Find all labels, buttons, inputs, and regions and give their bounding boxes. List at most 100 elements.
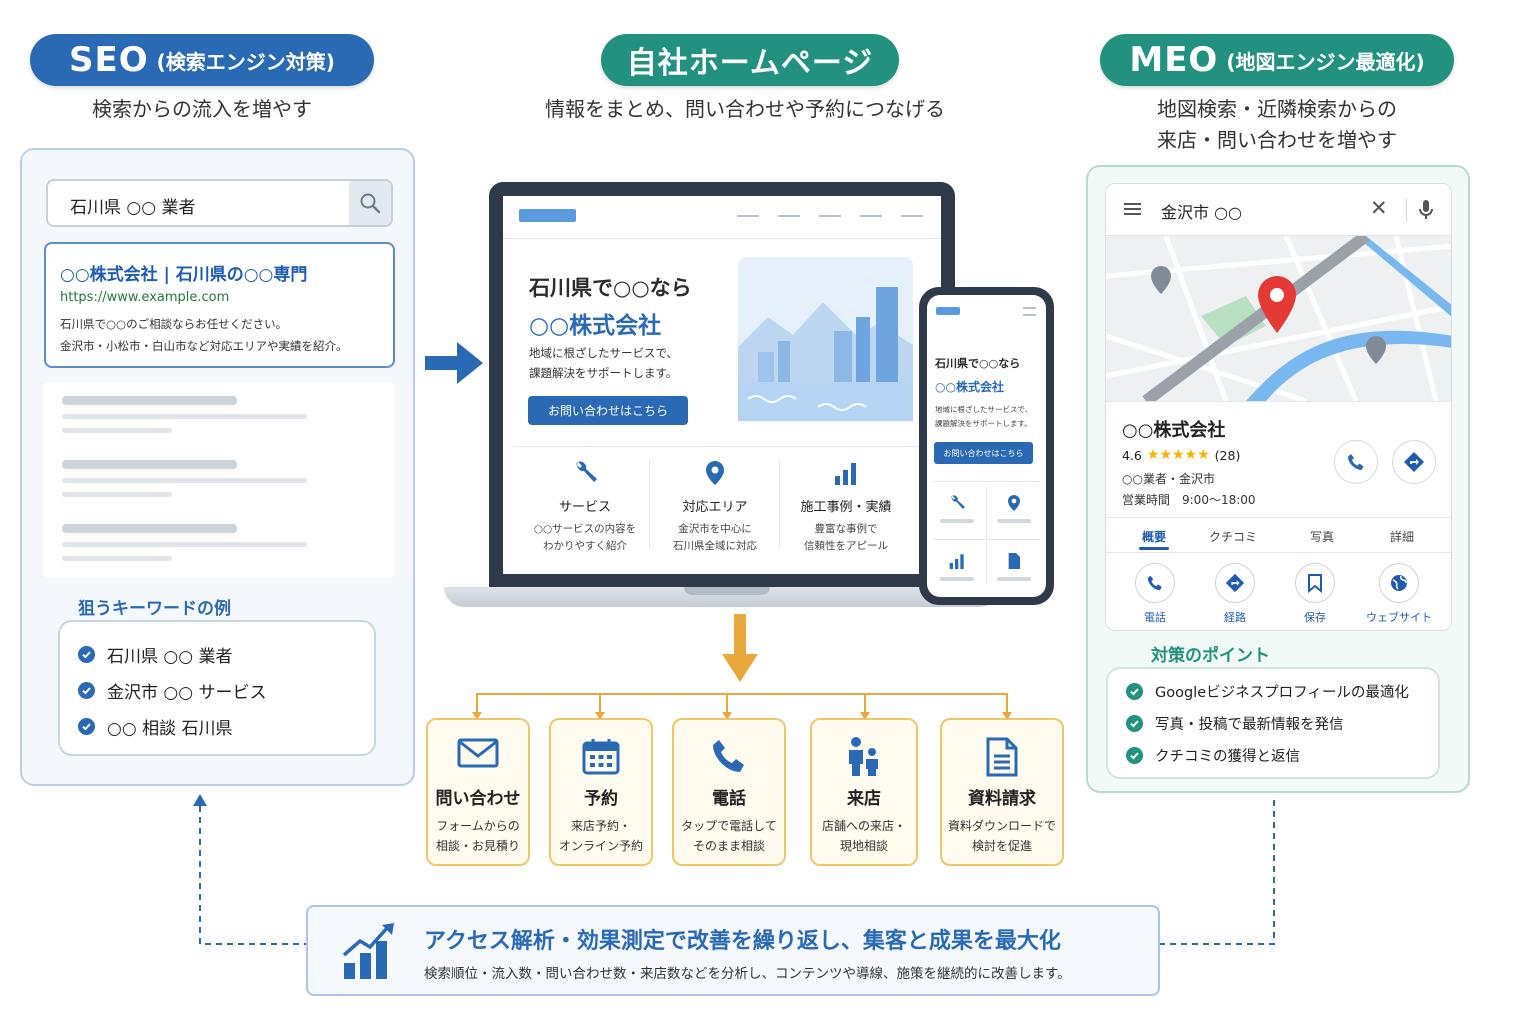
seo-title-sub: (検索エンジン対策) — [156, 49, 335, 74]
seo-result-desc-2: 金沢市・小松市・白山市など対応エリアや実績を紹介。 — [60, 339, 348, 353]
action-label: ウェブサイト — [1366, 611, 1432, 624]
action-directions[interactable]: 経路 — [1212, 563, 1258, 625]
feedback-loop-lines — [193, 794, 1275, 945]
seo-keyword-list: 石川県 ○○ 業者 金沢市 ○○ サービス ○○ 相談 石川県 — [58, 620, 376, 756]
laptop-base — [444, 587, 1000, 607]
meo-points-heading: 対策のポイント — [1151, 646, 1270, 666]
phone-icon — [1348, 454, 1364, 470]
check-icon — [1126, 715, 1143, 732]
contact-cta-button[interactable]: お問い合わせはこちら — [528, 396, 688, 425]
document-icon — [986, 737, 1018, 777]
seo-result-card[interactable]: ○○株式会社 | 石川県の○○専門 https://www.example.co… — [44, 242, 395, 368]
arrow-right-icon — [425, 342, 483, 384]
keyword-item: 石川県 ○○ 業者 — [78, 642, 232, 667]
close-icon[interactable]: ✕ — [1370, 196, 1388, 220]
action-website[interactable]: ウェブサイト — [1362, 563, 1436, 625]
action-label: 保存 — [1304, 611, 1326, 624]
hp-title-pill: 自社ホームページ — [601, 34, 899, 86]
tab-reviews[interactable]: クチコミ — [1208, 530, 1257, 544]
analytics-desc: 検索順位・流入数・問い合わせ数・来店数などを分析し、コンテンツや導線、施策を継続… — [424, 966, 1071, 982]
point-item: Googleビジネスプロフィールの最適化 — [1126, 681, 1409, 702]
meo-panel: 金沢市 ○○ ✕ ○○株式会社 4.6 ★★★★★ (28) ○○業者・金沢市 … — [1086, 165, 1470, 793]
outcome-desc: フォームからの相談・お見積り — [435, 819, 520, 853]
hero-heading-2: ○○株式会社 — [529, 313, 662, 339]
feature-desc: わかりやすく紹介 — [543, 540, 627, 552]
seo-result-title[interactable]: ○○株式会社 | 石川県の○○専門 — [60, 265, 308, 285]
phone-heading-2: ○○株式会社 — [935, 380, 1004, 394]
hamburger-icon[interactable] — [1124, 203, 1141, 215]
phone-screen: 石川県で○○なら ○○株式会社 地域に根ざしたサービスで、 課題解決をサポートし… — [927, 295, 1046, 597]
laptop-screen: 石川県で○○なら ○○株式会社 地域に根ざしたサービスで、 課題解決をサポートし… — [503, 196, 941, 574]
outcome-desc: 来店予約・オンライン予約 — [558, 819, 643, 853]
keyword-text: 金沢市 ○○ サービス — [107, 683, 267, 703]
tab-photos[interactable]: 写真 — [1309, 530, 1334, 544]
seo-result-url[interactable]: https://www.example.com — [60, 290, 230, 305]
meo-title: MEO — [1129, 40, 1219, 80]
phone-desc-1: 地域に根ざしたサービスで、 — [935, 405, 1033, 414]
map-card: 金沢市 ○○ ✕ ○○株式会社 4.6 ★★★★★ (28) ○○業者・金沢市 … — [1105, 183, 1452, 631]
analytics-title: アクセス解析・効果測定で改善を繰り返し、集客と成果を最大化 — [424, 929, 1061, 954]
outcome-desc: 店舗への来店・現地相談 — [821, 819, 906, 853]
phone-logo[interactable] — [936, 307, 960, 315]
seo-search-input[interactable]: 石川県 ○○ 業者 — [70, 198, 196, 218]
site-nav[interactable] — [737, 215, 927, 217]
check-icon — [78, 646, 95, 663]
phone-heading-1: 石川県で○○なら — [935, 357, 1021, 370]
feature-desc: 豊富な事例で — [814, 523, 878, 535]
search-button[interactable] — [349, 181, 391, 225]
meo-points-list: Googleビジネスプロフィールの最適化 写真・投稿で最新情報を発信 クチコミの… — [1106, 667, 1440, 779]
map-search-input[interactable]: 金沢市 ○○ — [1161, 203, 1243, 222]
map-search-bar[interactable]: 金沢市 ○○ ✕ — [1106, 184, 1451, 236]
meo-subtitle-1: 地図検索・近隣検索からの — [1157, 97, 1397, 121]
menu-icon[interactable] — [1023, 307, 1036, 316]
bar-chart-icon — [835, 463, 856, 485]
meo-subtitle-2: 来店・問い合わせを増やす — [1157, 128, 1397, 152]
business-hours: 営業時間 9:00〜18:00 — [1122, 493, 1256, 507]
document-icon — [1008, 553, 1020, 569]
outcome-card-inquiry[interactable]: 問い合わせ フォームからの相談・お見積り — [426, 718, 530, 866]
outcome-card-reservation[interactable]: 予約 来店予約・オンライン予約 — [549, 718, 653, 866]
feature-title: サービス — [558, 500, 611, 515]
outcome-card-visit[interactable]: 来店 店舗への来店・現地相談 — [810, 718, 918, 866]
action-call[interactable]: 電話 — [1132, 563, 1178, 625]
mic-icon[interactable] — [1418, 198, 1434, 222]
review-count[interactable]: (28) — [1214, 447, 1241, 463]
point-item: 写真・投稿で最新情報を発信 — [1126, 713, 1344, 734]
tab-overview[interactable]: 概要 — [1141, 530, 1166, 544]
outcome-card-phone[interactable]: 電話 タップで電話してそのまま相談 — [672, 718, 786, 866]
business-card[interactable]: ○○株式会社 4.6 ★★★★★ (28) ○○業者・金沢市 営業時間 9:00… — [1106, 401, 1451, 630]
seo-search-box[interactable]: 石川県 ○○ 業者 — [46, 179, 393, 227]
feature-service[interactable]: サービス ○○サービスの内容を わかりやすく紹介 — [521, 458, 649, 556]
keyword-text: ○○ 相談 石川県 — [107, 719, 233, 739]
feature-cases[interactable]: 施工事例・実績 豊富な事例で 信頼性をアピール — [781, 458, 911, 556]
site-logo[interactable] — [519, 209, 576, 222]
wrench-icon — [951, 495, 965, 509]
keyword-item: 金沢市 ○○ サービス — [78, 678, 266, 703]
check-icon — [1126, 683, 1143, 700]
outcome-card-materials[interactable]: 資料請求 資料ダウンロードで検討を促進 — [940, 718, 1064, 866]
map-pin-small-icon — [1151, 266, 1386, 364]
meo-title-pill: MEO (地図エンジン最適化) — [1100, 34, 1454, 86]
outcome-desc: 資料ダウンロードで検討を促進 — [947, 819, 1056, 853]
keyword-item: ○○ 相談 石川県 — [78, 714, 232, 739]
feature-title: 施工事例・実績 — [800, 500, 892, 515]
rating-value: 4.6 — [1122, 447, 1142, 463]
seo-keywords-heading: 狙うキーワードの例 — [78, 599, 231, 619]
bookmark-icon — [1308, 574, 1322, 593]
phone-cta-button[interactable]: お問い合わせはこちら — [934, 442, 1033, 464]
city-illustration — [738, 257, 913, 421]
seo-result-desc-1: 石川県で○○のご相談ならお任せください。 — [60, 317, 288, 331]
outcome-title: 電話 — [712, 789, 746, 809]
feature-area[interactable]: 対応エリア 金沢市を中心に 石川県全域に対応 — [651, 458, 779, 556]
feature-desc: 信頼性をアピール — [804, 540, 888, 552]
business-name: ○○株式会社 — [1122, 420, 1226, 441]
outcome-desc: タップで電話してそのまま相談 — [681, 819, 777, 853]
map-view[interactable] — [1106, 236, 1452, 401]
call-button[interactable] — [1334, 440, 1378, 484]
search-icon — [360, 193, 381, 214]
action-save[interactable]: 保存 — [1292, 563, 1338, 625]
feature-desc: 金沢市を中心に — [678, 523, 752, 535]
action-label: 電話 — [1144, 611, 1166, 624]
directions-button[interactable] — [1392, 440, 1436, 484]
tab-details[interactable]: 詳細 — [1389, 530, 1414, 544]
